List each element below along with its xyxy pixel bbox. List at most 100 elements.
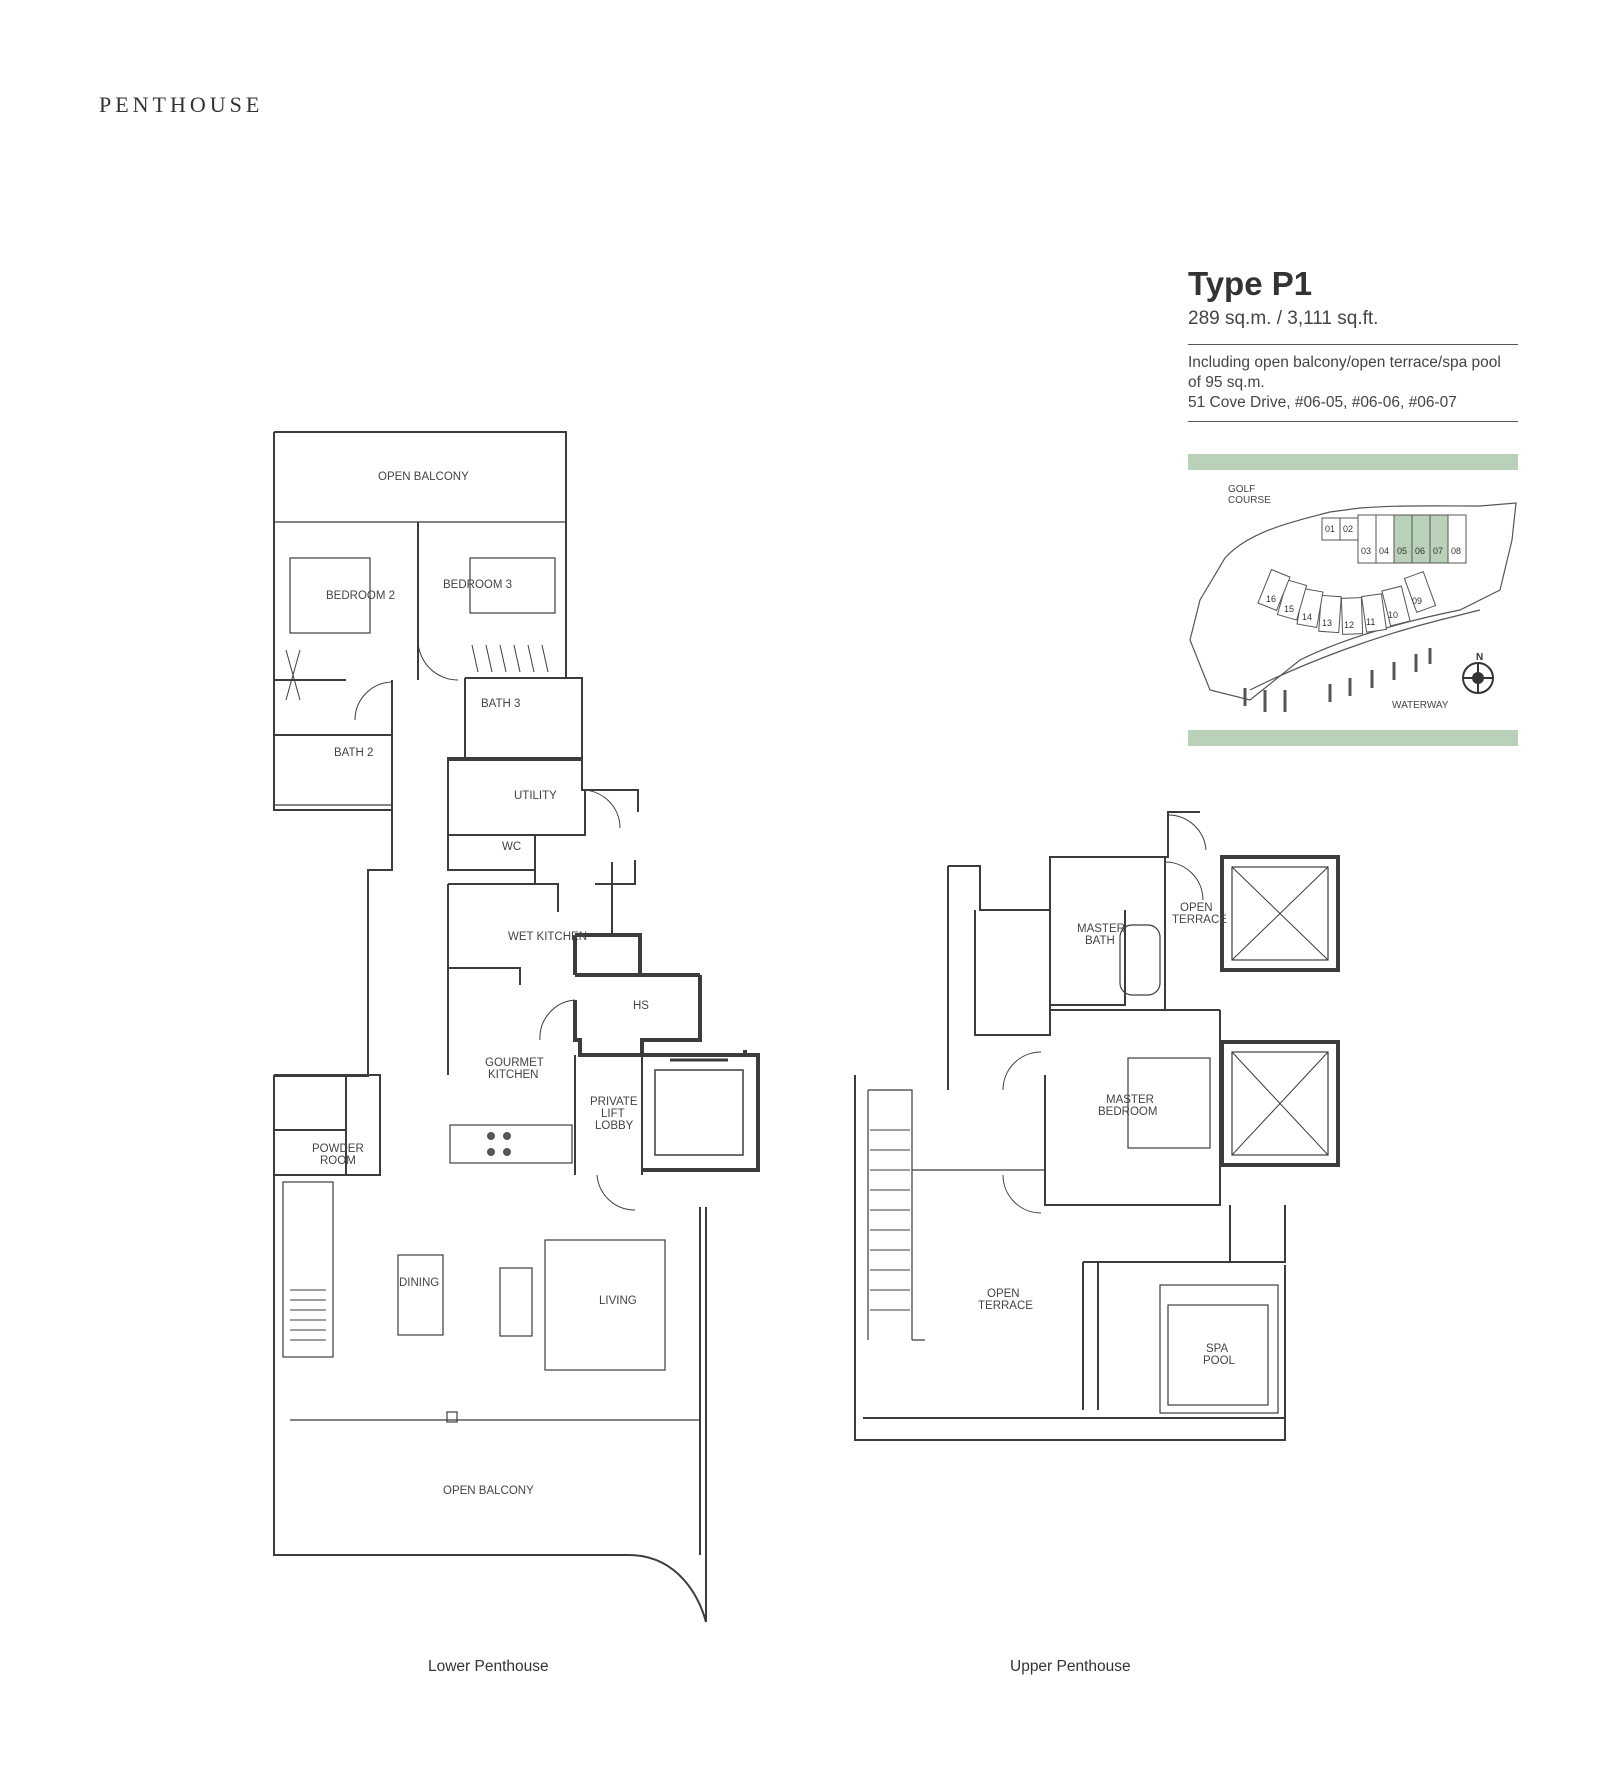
staircase — [867, 1089, 913, 1340]
wall — [1082, 1261, 1285, 1410]
key-plan-unit-label: 14 — [1302, 612, 1312, 622]
key-plan-unit-label: 01 — [1325, 524, 1335, 534]
key-plan-unit-label: 03 — [1361, 546, 1371, 556]
key-plan-unit — [1318, 594, 1342, 634]
door-swing — [596, 1174, 636, 1211]
bath2-label: BATH 2 — [334, 747, 373, 759]
open-terrace-label-2: TERRACE — [978, 1300, 1033, 1312]
bed-icon — [289, 557, 371, 634]
master-bath-label-2: BATH — [1085, 935, 1115, 947]
door-swing — [354, 681, 393, 721]
spa-pool-outer — [1159, 1284, 1279, 1414]
living-label: LIVING — [599, 1295, 637, 1307]
key-plan-unit-label: 05 — [1397, 546, 1407, 556]
key-plan-unit-label: 16 — [1266, 594, 1276, 604]
powder-room-wall — [274, 1074, 381, 1176]
key-plan-band-bottom — [1188, 730, 1518, 746]
door-swing — [539, 999, 576, 1041]
unit-notes: Including open balcony/open terrace/spa … — [1188, 353, 1518, 413]
key-plan-unit-label: 11 — [1366, 617, 1375, 627]
wall — [448, 860, 636, 935]
door-swing — [1164, 861, 1204, 901]
lift-lobby-wall — [574, 1055, 643, 1175]
wardrobe — [285, 644, 549, 701]
master-bath-label-1: MASTER — [1077, 923, 1125, 935]
lower-penthouse-caption: Lower Penthouse — [428, 1658, 549, 1675]
upper-penthouse-plan — [854, 811, 1340, 1441]
spa-pool-inner — [1167, 1304, 1269, 1406]
hs-wall — [640, 973, 702, 1040]
private-lift-lobby-label-1: PRIVATE — [590, 1096, 638, 1108]
unit-area: 289 sq.m. / 3,111 sq.ft. — [1188, 308, 1379, 329]
key-plan-unit-label: 07 — [1433, 546, 1443, 556]
bath3-label: BATH 3 — [481, 698, 520, 710]
unit-address: 51 Cove Drive, #06-05, #06-06, #06-07 — [1188, 394, 1457, 411]
north-arrow-icon — [1462, 662, 1494, 694]
powder-room-label-1: POWDER — [312, 1143, 364, 1155]
lift-shaft-wall — [642, 1050, 760, 1172]
divider — [1188, 421, 1518, 422]
dining-label: DINING — [399, 1277, 439, 1289]
key-plan-unit-label: 02 — [1343, 524, 1353, 534]
wardrobe-wall — [974, 910, 1126, 1036]
key-plan-unit-label: 06 — [1415, 546, 1425, 556]
household-shelter-wall — [573, 933, 702, 1057]
key-plan-top-block: 01 02 03 04 05 06 07 08 — [1321, 514, 1467, 564]
wall — [1229, 1205, 1286, 1263]
key-plan-unit-label: 13 — [1322, 618, 1332, 628]
key-plan-unit-label: 15 — [1284, 604, 1294, 614]
open-terrace-small-label-2: TERRACE — [1172, 914, 1227, 926]
key-plan-unit-label: 08 — [1451, 546, 1461, 556]
skylight-2 — [1220, 1040, 1340, 1167]
stair-treads — [870, 1129, 910, 1311]
door-swing — [1002, 1174, 1042, 1214]
wet-kitchen-label: WET KITCHEN — [508, 931, 587, 943]
spa-pool-label-2: POOL — [1203, 1355, 1236, 1367]
key-plan-land-outline — [1189, 502, 1517, 701]
skylight-inner — [1231, 866, 1329, 961]
open-terrace-small-label-1: OPEN — [1180, 902, 1213, 914]
lift-car — [654, 1069, 744, 1156]
key-plan-bottom-block: 09 10 11 12 13 14 15 16 — [1257, 568, 1437, 635]
key-plan-unit-label: 04 — [1379, 546, 1389, 556]
waterway-edge — [1249, 609, 1481, 691]
upper-outer-wall — [854, 1075, 1286, 1441]
kitchen-wall — [447, 884, 521, 1075]
open-terrace-label-1: OPEN — [987, 1288, 1020, 1300]
golf-label-2: COURSE — [1228, 495, 1271, 506]
cooktop-icon — [487, 1132, 511, 1156]
sofa-icon — [499, 1267, 533, 1337]
north-label: N — [1476, 652, 1483, 663]
jetties — [1243, 648, 1432, 712]
divider — [1188, 344, 1518, 345]
private-lift-lobby-label-3: LOBBY — [595, 1120, 634, 1132]
key-plan-unit-label: 10 — [1388, 610, 1398, 620]
key-plan-unit — [1340, 597, 1364, 635]
powder-room-label-2: ROOM — [320, 1155, 356, 1167]
gourmet-kitchen-label-2: KITCHEN — [488, 1069, 538, 1081]
staircase — [282, 1181, 334, 1358]
skylight-1 — [1220, 855, 1340, 972]
key-plan-unit-label: 09 — [1412, 596, 1422, 606]
door-swing — [581, 789, 621, 829]
unit-info-panel: Type P1 289 sq.m. / 3,111 sq.ft. Includi… — [1188, 266, 1518, 422]
gourmet-kitchen-label-1: GOURMET — [485, 1057, 544, 1069]
key-plan-unit-label: 12 — [1344, 620, 1354, 630]
key-plan-unit — [1361, 593, 1387, 633]
hs-label: HS — [633, 1000, 649, 1012]
upper-outer-wall — [948, 811, 1200, 911]
upper-penthouse-caption: Upper Penthouse — [1010, 1658, 1131, 1675]
bedroom3-label: BEDROOM 3 — [443, 579, 512, 591]
waterway-label: WATERWAY — [1392, 700, 1449, 711]
note-line-2: of 95 sq.m. — [1188, 374, 1265, 391]
skylight-inner — [1231, 1051, 1329, 1156]
key-plan-unit — [1447, 514, 1467, 564]
wall — [912, 1169, 1045, 1341]
master-bedroom-label-2: BEDROOM — [1098, 1106, 1157, 1118]
open-balcony-bottom-label: OPEN BALCONY — [443, 1485, 534, 1497]
door-swing — [1002, 1051, 1042, 1091]
bathtub-icon — [1119, 924, 1161, 996]
key-plan-unit — [1381, 585, 1411, 627]
bed-icon — [1127, 1057, 1211, 1149]
